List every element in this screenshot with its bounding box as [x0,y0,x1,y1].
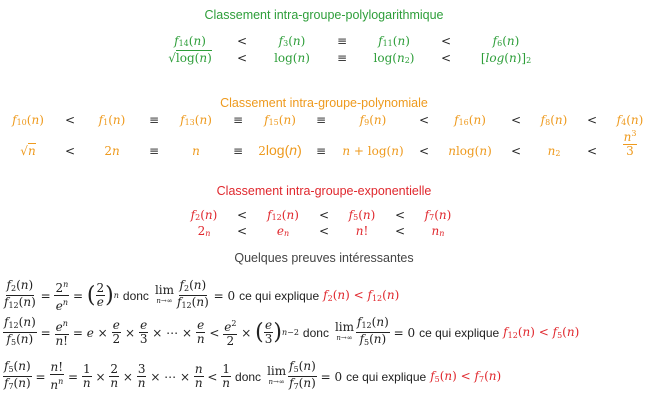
exp-op: < [318,208,330,222]
poly-sqrtn: √n [20,143,36,158]
poly-op: < [418,144,430,158]
polylog-sqrtlog: √log(n) [168,50,212,65]
exp-op: < [236,224,248,238]
proof-3-explains: ce qui explique [346,369,427,384]
poly-op: < [586,113,598,127]
proof-2-conclusion: f12(n) < f5(n) [503,325,580,340]
poly-op: ≡ [232,113,244,127]
poly-op: ≡ [232,144,244,158]
proof-1-donc: donc [122,288,149,303]
lim-sub: n→∞ [336,333,353,342]
exp-op: < [394,224,406,238]
title-polynomial: Classement intra-groupe-polynomiale [220,96,428,110]
poly-n: n [192,144,200,158]
proof-2-explains: ce qui explique [419,325,500,340]
poly-op: < [510,144,522,158]
polylog-op: < [440,51,452,65]
proof-3-donc: donc [235,369,262,384]
polylog-op: ≡ [336,51,348,65]
title-proofs: Quelques preuves intéressantes [234,251,414,265]
poly-op: ≡ [148,144,160,158]
lim-label: lim [267,363,287,378]
polylog-op: ≡ [336,34,348,48]
title-polylog: Classement intra-groupe-polylogarithmiqu… [204,8,444,22]
poly-op: ≡ [315,113,327,127]
lim-sub: n→∞ [156,296,173,305]
polylog-logsq: [log(n)]2 [480,51,532,65]
proof-1-explains: ce qui explique [239,288,320,303]
polylog-log: log(n) [274,51,310,65]
exp-nfact: n! [355,224,369,238]
proof-2-eq0: = 0 [393,325,416,340]
poly-op: < [64,144,76,158]
polylog-op: < [440,34,452,48]
exp-op: < [236,208,248,222]
proof-2-donc: donc [302,325,329,340]
title-exponential: Classement intra-groupe-exponentielle [216,184,432,198]
polylog-op: < [236,34,248,48]
poly-op: ≡ [315,144,327,158]
lim-sub: n→∞ [268,377,285,386]
poly-op: < [418,113,430,127]
exp-op: < [318,224,330,238]
proof-1-conclusion: f2(n) < f12(n) [323,288,400,303]
poly-nlog: n + log(n) [342,144,404,158]
proof-3-eq0: = 0 [320,369,343,384]
lim-label: lim [334,319,355,334]
lim-label: lim [154,282,174,297]
proof-1-eq0: = 0 [213,288,236,303]
polylog-op: < [236,51,248,65]
poly-op: < [510,113,522,127]
proof-3-conclusion: f5(n) < f7(n) [430,369,502,384]
poly-op: < [586,144,598,158]
poly-op: < [64,113,76,127]
exp-op: < [394,208,406,222]
poly-op: ≡ [148,113,160,127]
